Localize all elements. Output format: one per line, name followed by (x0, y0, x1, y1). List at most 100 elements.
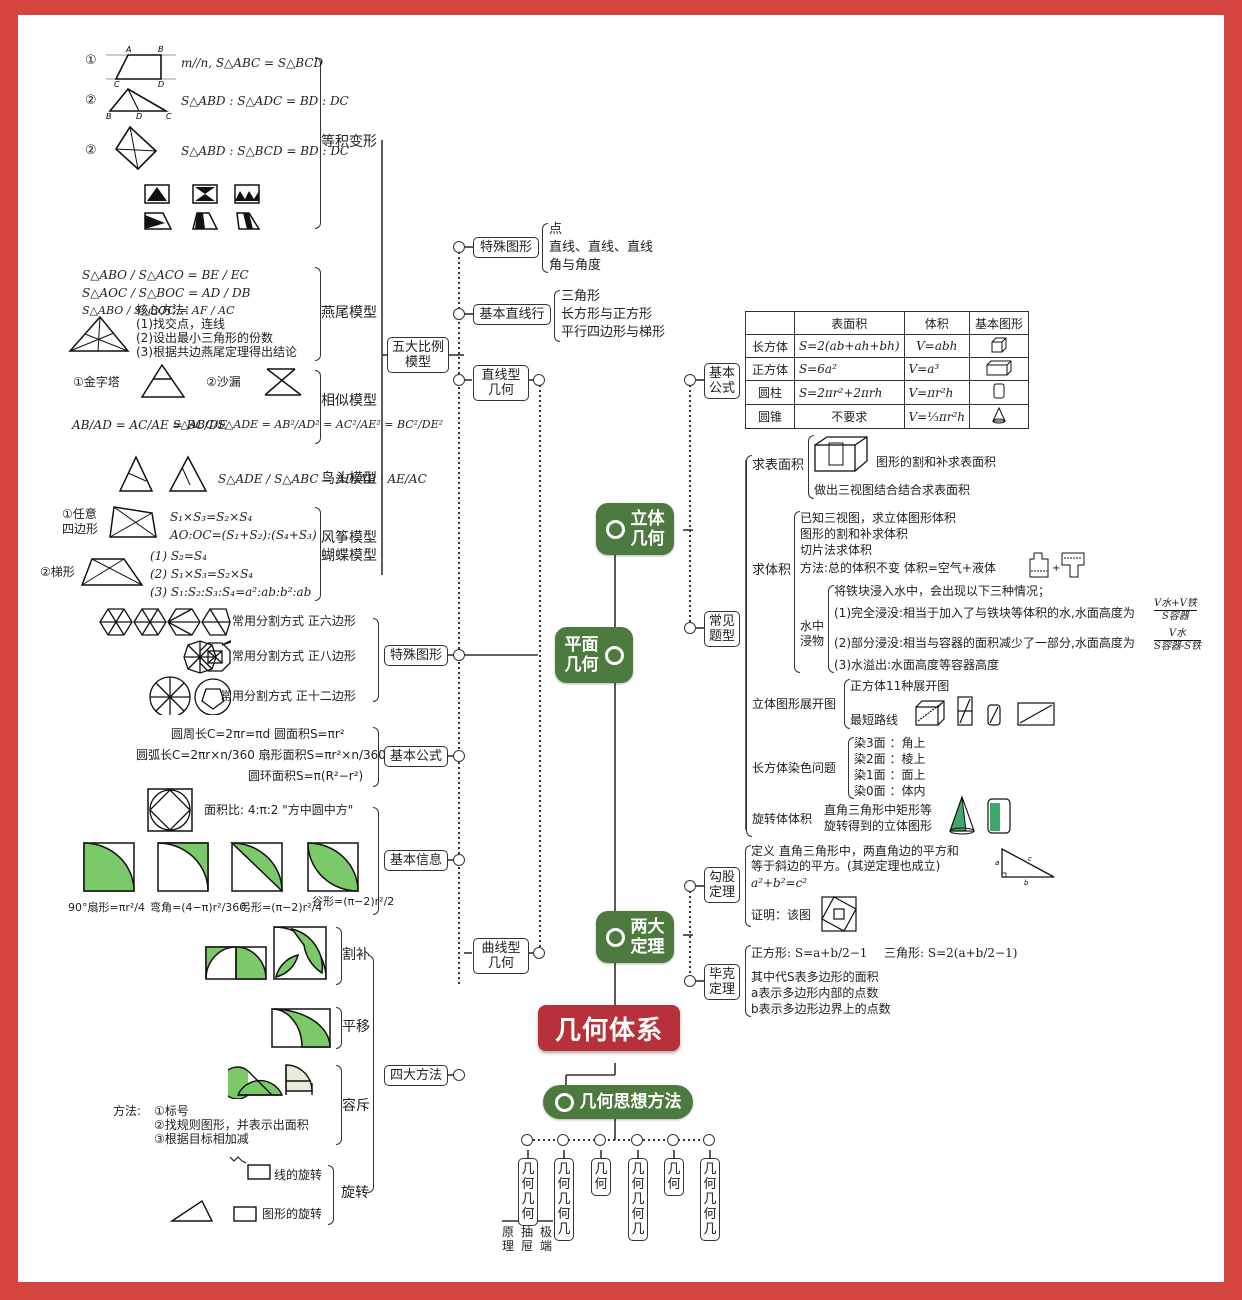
cylinder-icon (969, 380, 1030, 405)
quadrilateral-kite-figure (109, 506, 157, 538)
pythag-proof: 证明：该图 (751, 908, 812, 922)
rotation-volume-item: 直角三角形中矩形等 (824, 803, 933, 817)
inclusion-exclusion-label: 容斥 (342, 1098, 370, 1114)
expand-circle[interactable] (684, 374, 696, 386)
cube-cut-figure (814, 436, 868, 472)
expand-circle[interactable] (453, 649, 465, 661)
expand-circle[interactable] (453, 374, 465, 386)
bracket (745, 945, 751, 1017)
case-label: ①任意 四边形 (62, 507, 99, 536)
pick-theorem-box[interactable]: 毕克 定理 (704, 964, 740, 1000)
four-methods-box[interactable]: 四大方法 (384, 1065, 448, 1086)
expand-circle[interactable] (667, 1134, 679, 1146)
pythag-definition: 定义 直角三角形中，两直角边的平方和 (751, 844, 959, 858)
ring-icon (604, 645, 624, 665)
node-solid-geometry[interactable]: 立体 几何 (596, 503, 674, 555)
formula: S△ADE / S△ABC = AD/AB · AE/AC (218, 472, 427, 486)
node-thinking-methods[interactable]: 几何思想方法 (543, 1085, 693, 1119)
expand-circle[interactable] (453, 750, 465, 762)
thinking-item[interactable]: 几何几何几 (700, 1158, 720, 1241)
circle-formula: 圆环面积S=π(R²−r²) (248, 769, 364, 783)
pythag-definition: 等于斜边的平方。(其逆定理也成立) (751, 859, 941, 873)
basic-lines-item: 三角形 (561, 289, 601, 304)
basic-lines-item: 平行四边形与梯形 (561, 325, 666, 340)
thinking-item[interactable]: 几何 (664, 1158, 684, 1196)
thinking-sub-principle: 原理 (502, 1225, 515, 1253)
formula: S△ABD : S△BCD = BD : DC (181, 144, 350, 158)
expand-circle[interactable] (521, 1134, 533, 1146)
volume-item: 图形的割和补求体积 (800, 527, 909, 541)
fraction-denominator: S容器-S铁 (1154, 641, 1202, 652)
table-cell: S=6a² (794, 357, 905, 381)
similar-model-label: 相似模型 (321, 393, 377, 409)
bracket (844, 679, 850, 729)
cut-fill-label: 割补 (342, 947, 370, 963)
surface-area-item: 图形的割和补求表面积 (876, 455, 997, 469)
expand-circle[interactable] (533, 947, 545, 959)
bracket (828, 585, 834, 673)
svg-text:b: b (1024, 879, 1029, 887)
table-header: 体积 (903, 311, 971, 335)
node-plane-geometry[interactable]: 平面 几何 (555, 627, 633, 683)
pythag-proof-figure (821, 896, 857, 932)
expand-circle[interactable] (557, 1134, 569, 1146)
five-models-box[interactable]: 五大比例 模型 (387, 337, 449, 373)
method-step: (1)找交点，连线 (136, 317, 225, 331)
expand-circle[interactable] (684, 975, 696, 987)
cone-icon (969, 404, 1030, 429)
table-cell: 圆柱 (745, 380, 795, 405)
pick-note: a表示多边形内部的点数 (751, 986, 879, 1000)
expand-circle[interactable] (533, 374, 545, 386)
method-title: 核心方法： (136, 303, 197, 317)
formula: S△ABC/S△ADE = AB²/AD² = AC²/AE² = BC²/DE… (173, 418, 444, 431)
expand-circle[interactable] (594, 1134, 606, 1146)
pythagorean-box[interactable]: 勾股 定理 (704, 867, 740, 903)
formula: (1) S₂=S₄ (150, 549, 207, 563)
case-label: ②沙漏 (206, 375, 241, 389)
expand-circle[interactable] (684, 622, 696, 634)
rotation-item: 线的旋转 (274, 1168, 323, 1182)
expand-circle[interactable] (684, 880, 696, 892)
special-item: 直线、直线、直线 (549, 240, 654, 255)
table-row: 正方体 S=6a² V=a³ (745, 357, 1030, 381)
expand-circle[interactable] (453, 308, 465, 320)
straight-geometry-box[interactable]: 直线型 几何 (473, 365, 529, 401)
pick-formula-triangle: 三角形: S=2(a+b/2−1) (884, 946, 1018, 960)
rotation-item: 图形的旋转 (262, 1207, 323, 1221)
kite-model-label: 风筝模型 (321, 530, 377, 546)
common-types-box[interactable]: 常见 题型 (704, 611, 740, 647)
thinking-item[interactable]: 几何几何几 (554, 1158, 574, 1241)
water-item: (1)完全浸没:相当于加入了与铁块等体积的水,水面高度为 (834, 606, 1135, 620)
curved-basic-formulas-box[interactable]: 基本公式 (384, 746, 448, 767)
expand-circle[interactable] (453, 854, 465, 866)
solid-formulas-box[interactable]: 基本 公式 (704, 363, 740, 399)
fraction-partial-immersion: V水 S容器-S铁 (1154, 628, 1202, 653)
circle-formula: 圆周长C=2πr=πd 圆面积S=πr² (171, 727, 345, 741)
curved-special-figures-box[interactable]: 特殊图形 (384, 645, 448, 666)
expand-circle[interactable] (703, 1134, 715, 1146)
surface-area-label: 求表面积 (752, 458, 805, 473)
method-step: ②找规则图形，并表示出面积 (154, 1118, 309, 1132)
node-plane-label: 平面 几何 (564, 635, 599, 675)
rotation-label: 旋转 (341, 1185, 369, 1201)
table-row: 圆柱 S=2πr²+2πrh V=πr²h (745, 380, 1030, 405)
basic-lines-box[interactable]: 基本直线行 (473, 304, 551, 325)
table-header: 基本图形 (969, 311, 1030, 335)
root-label: 几何体系 (554, 1015, 663, 1046)
inclusion-exclusion-figure (228, 1064, 313, 1099)
expand-circle[interactable] (453, 1069, 465, 1081)
expand-circle[interactable] (453, 241, 465, 253)
special-figures-box[interactable]: 特殊图形 (473, 237, 539, 258)
thinking-item[interactable]: 几何几何 (518, 1158, 538, 1226)
curved-basic-info-box[interactable]: 基本信息 (384, 850, 448, 871)
root-node[interactable]: 几何体系 (538, 1005, 680, 1051)
node-two-theorems[interactable]: 两大 定理 (596, 911, 674, 963)
thinking-item[interactable]: 几何 (591, 1158, 611, 1196)
bracket (368, 955, 374, 1193)
expand-circle[interactable] (631, 1134, 643, 1146)
thinking-item[interactable]: 几何几何几 (628, 1158, 648, 1241)
curved-geometry-box[interactable]: 曲线型 几何 (473, 938, 529, 974)
water-item: (2)部分浸没:相当与容器的面积减少了一部分,水面高度为 (834, 636, 1135, 650)
